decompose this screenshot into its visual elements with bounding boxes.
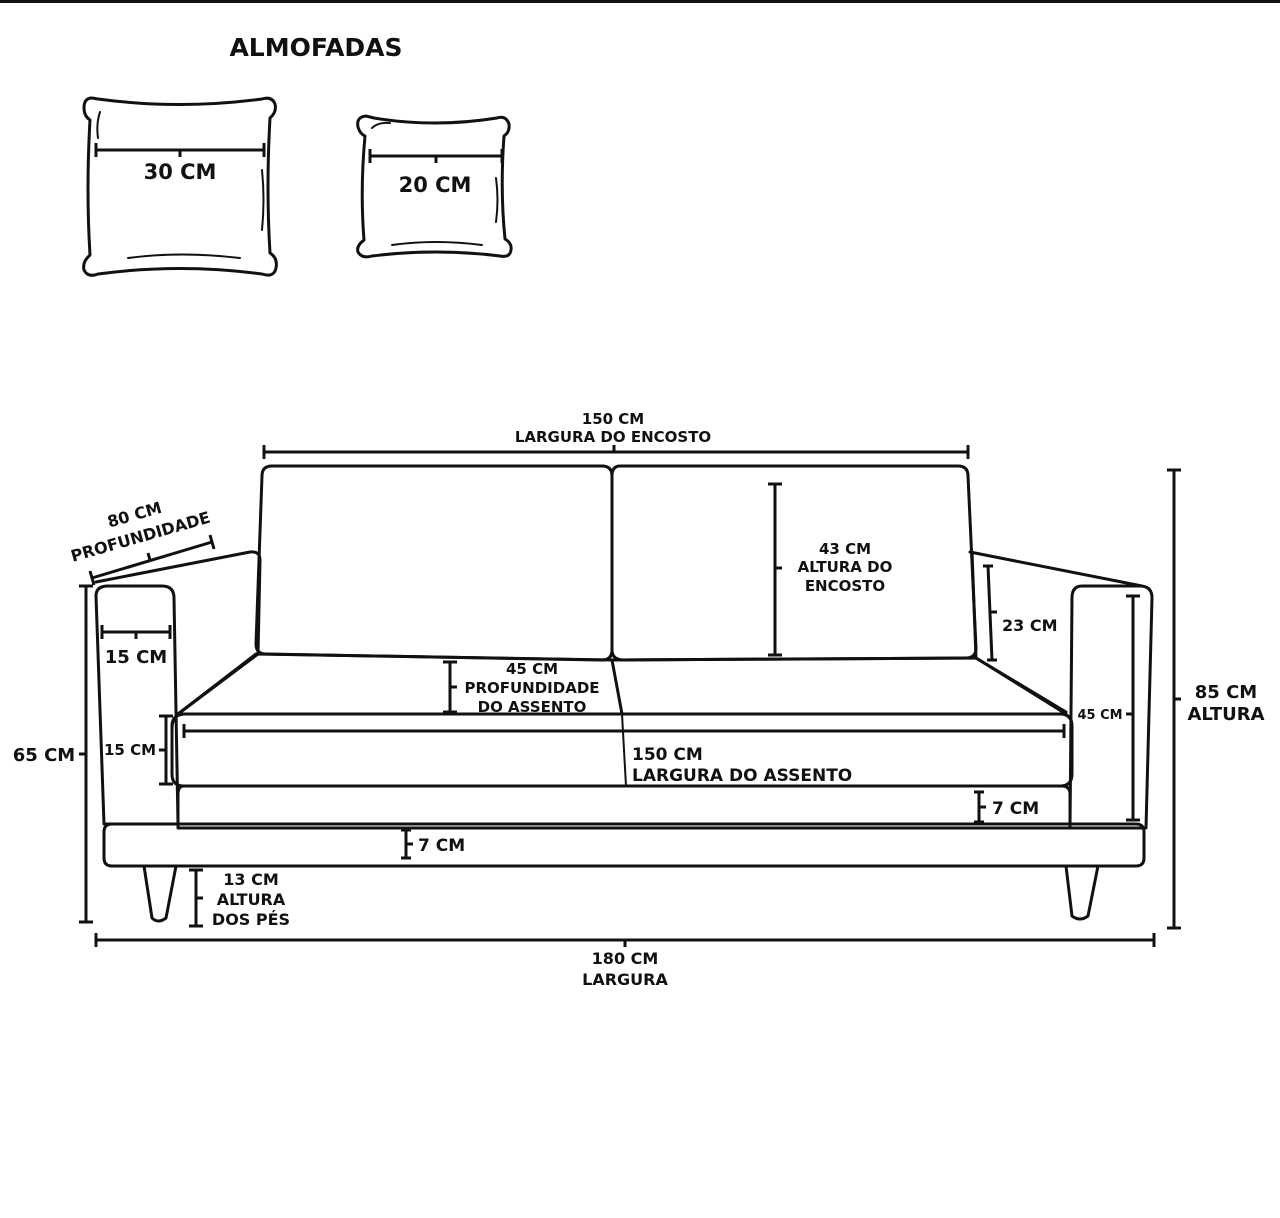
seat-cushion-height-value: 15 CM <box>104 741 156 759</box>
total-height-dimension: 85 CM ALTURA <box>1167 468 1265 930</box>
backrest-width-label: LARGURA DO ENCOSTO <box>515 428 711 446</box>
seat-cushion-seam <box>621 713 627 787</box>
back-cushion-left <box>254 464 614 662</box>
seat-base-height-value: 7 CM <box>992 799 1039 819</box>
backrest-height-value: 43 CM <box>819 540 871 558</box>
seat-width-dimension: 150 CM LARGURA DO ASSENTO <box>182 724 1066 786</box>
small-pillow-inner-curve <box>495 177 499 223</box>
dimension-tick <box>88 570 96 586</box>
arm-total-height-value: 65 CM <box>13 745 75 766</box>
arm-inner-height-value: 45 CM <box>1077 708 1122 723</box>
backrest-height-label-line2: ENCOSTO <box>805 577 885 595</box>
backrest-height-dimension: 43 CM ALTURA DO ENCOSTO <box>768 482 893 657</box>
feet-height-label-line1: ALTURA <box>217 890 286 909</box>
frame-height-value: 7 CM <box>418 836 465 856</box>
seat-base-height-dimension: 7 CM <box>974 790 1039 824</box>
seat-width-label: LARGURA DO ASSENTO <box>632 766 852 786</box>
total-height-label: ALTURA <box>1187 704 1264 725</box>
pillows-title: ALMOFADAS <box>229 33 402 62</box>
right-armrest-front <box>1068 584 1154 830</box>
sofa <box>94 464 1154 923</box>
frame-rail <box>102 822 1146 868</box>
seat-depth-label-line1: PROFUNDIDADE <box>464 679 599 697</box>
total-height-value: 85 CM <box>1195 682 1257 703</box>
seat-cushion-right <box>610 656 1068 716</box>
arm-width-dimension: 15 CM <box>100 625 172 668</box>
dimension-tick <box>208 534 216 550</box>
right-foot <box>1064 864 1100 921</box>
seat-depth-label-line2: DO ASSENTO <box>478 698 587 716</box>
frame-height-dimension: 7 CM <box>401 828 465 860</box>
right-armrest-top <box>968 550 1144 588</box>
large-pillow-outline <box>82 96 278 277</box>
backrest-width-dimension: 150 CM LARGURA DO ENCOSTO <box>262 410 970 459</box>
left-foot <box>142 864 178 923</box>
arm-total-height-dimension: 65 CM <box>13 584 93 924</box>
backrest-above-arm-dimension: 23 CM <box>983 564 1058 662</box>
large-pillow-inner-curve <box>261 169 265 231</box>
backrest-above-arm-value: 23 CM <box>1002 616 1058 635</box>
back-cushion-right <box>610 464 978 662</box>
backrest-height-label-line1: ALTURA DO <box>798 558 893 576</box>
seat-width-value: 150 CM <box>632 745 703 765</box>
large-pillow-width-label: 30 CM <box>144 160 217 184</box>
seat-base <box>176 784 1072 830</box>
total-width-label: LARGURA <box>582 970 668 989</box>
small-pillow-width-label: 20 CM <box>399 173 472 197</box>
backrest-width-value: 150 CM <box>582 410 644 428</box>
total-width-value: 180 CM <box>592 949 659 968</box>
dimension-tick <box>146 552 152 561</box>
seat-depth-value: 45 CM <box>506 660 558 678</box>
right-armrest-inner <box>970 550 1068 714</box>
large-pillow: 30 CM <box>82 96 278 277</box>
feet-height-label-line2: DOS PÉS <box>212 910 290 929</box>
total-width-dimension: 180 CM LARGURA <box>94 933 1156 989</box>
seat-cushion-height-dimension: 15 CM <box>104 714 173 786</box>
arm-width-value: 15 CM <box>105 647 167 668</box>
large-pillow-inner-curve <box>127 253 241 259</box>
feet-height-dimension: 13 CM ALTURA DOS PÉS <box>189 868 290 929</box>
small-pillow-inner-curve <box>391 241 483 246</box>
arm-inner-height-dimension: 45 CM <box>1077 594 1140 822</box>
left-armrest-front <box>94 584 180 826</box>
small-pillow: 20 CM <box>356 114 513 259</box>
small-pillow-inner-curve <box>371 121 391 129</box>
feet-height-value: 13 CM <box>223 870 279 889</box>
large-pillow-inner-curve <box>96 111 101 139</box>
small-pillow-outline <box>356 114 513 259</box>
left-armrest-top <box>94 550 262 730</box>
seat-depth-dimension: 45 CM PROFUNDIDADE DO ASSENTO <box>443 660 600 716</box>
dimension-line <box>91 540 213 580</box>
